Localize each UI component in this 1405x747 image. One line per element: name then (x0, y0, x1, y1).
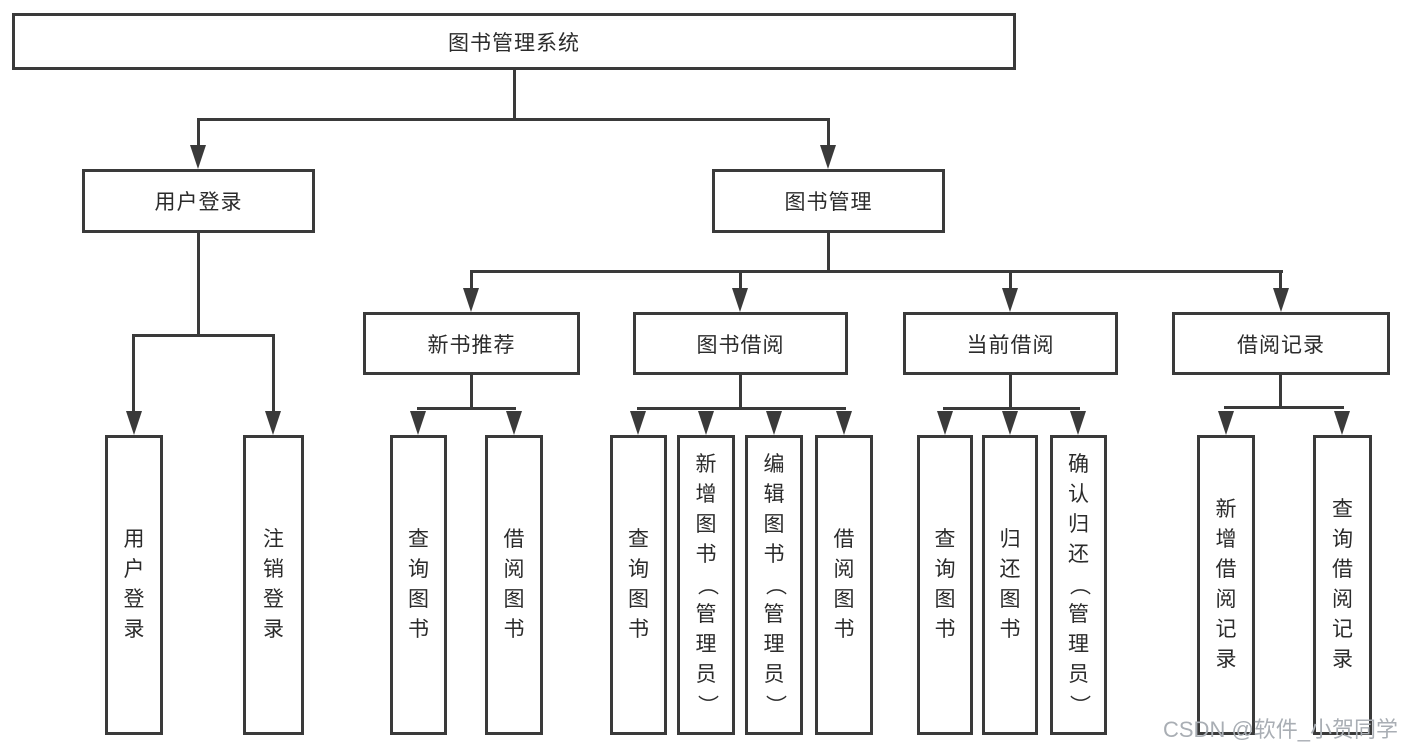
arrowhead-down (506, 411, 522, 435)
arrowhead-down (463, 288, 479, 312)
connector-vline (1009, 270, 1012, 291)
arrowhead-down (265, 411, 281, 435)
leaf-logout-login: 注销登录 (243, 435, 304, 735)
connector-vline (197, 118, 200, 148)
node-book-management: 图书管理 (712, 169, 945, 233)
connector-vline (827, 233, 830, 273)
arrowhead-down (630, 411, 646, 435)
node-book-borrowing: 图书借阅 (633, 312, 848, 375)
arrowhead-down (1218, 411, 1234, 435)
leaf-query-books-borrow: 查询图书 (610, 435, 667, 735)
arrowhead-down (1070, 411, 1086, 435)
arrowhead-down (836, 411, 852, 435)
watermark: CSDN @软件_小贺同学 (1163, 717, 1399, 742)
connector-hline (1224, 406, 1344, 409)
connector-vline (739, 375, 742, 410)
leaf-add-books-admin: 新增图书（管理员） (677, 435, 735, 735)
connector-vline (272, 334, 275, 413)
leaf-borrow-books-recommend: 借阅图书 (485, 435, 543, 735)
arrowhead-down (937, 411, 953, 435)
connector-hline (470, 270, 1283, 273)
connector-vline (1279, 270, 1282, 291)
leaf-query-books-recommend: 查询图书 (390, 435, 447, 735)
connector-vline (470, 375, 473, 410)
arrowhead-down (1273, 288, 1289, 312)
arrowhead-down (820, 145, 836, 169)
connector-hline (943, 407, 1080, 410)
connector-vline (470, 270, 473, 291)
node-borrowing-records: 借阅记录 (1172, 312, 1390, 375)
leaf-edit-books-admin: 编辑图书（管理员） (745, 435, 803, 735)
connector-hline (132, 334, 275, 337)
leaf-return-books: 归还图书 (982, 435, 1038, 735)
connector-vline (1279, 375, 1282, 409)
connector-hline (637, 407, 846, 410)
leaf-query-books-current: 查询图书 (917, 435, 973, 735)
arrowhead-down (126, 411, 142, 435)
arrowhead-down (766, 411, 782, 435)
node-library-management-system: 图书管理系统 (12, 13, 1016, 70)
arrowhead-down (190, 145, 206, 169)
connector-vline (513, 70, 516, 121)
node-current-borrowing: 当前借阅 (903, 312, 1118, 375)
arrowhead-down (1002, 411, 1018, 435)
leaf-borrow-books: 借阅图书 (815, 435, 873, 735)
connector-hline (417, 407, 516, 410)
connector-vline (132, 334, 135, 413)
connector-vline (197, 233, 200, 337)
arrowhead-down (1002, 288, 1018, 312)
arrowhead-down (698, 411, 714, 435)
arrowhead-down (732, 288, 748, 312)
connector-hline (197, 118, 830, 121)
leaf-query-borrow-record: 查询借阅记录 (1313, 435, 1372, 735)
node-user-login: 用户登录 (82, 169, 315, 233)
node-new-book-recommend: 新书推荐 (363, 312, 580, 375)
leaf-add-borrow-record: 新增借阅记录 (1197, 435, 1255, 735)
leaf-confirm-return-admin: 确认归还（管理员） (1050, 435, 1107, 735)
connector-vline (1009, 375, 1012, 410)
leaf-user-login: 用户登录 (105, 435, 163, 735)
connector-vline (739, 270, 742, 291)
arrowhead-down (410, 411, 426, 435)
connector-vline (827, 118, 830, 148)
arrowhead-down (1334, 411, 1350, 435)
